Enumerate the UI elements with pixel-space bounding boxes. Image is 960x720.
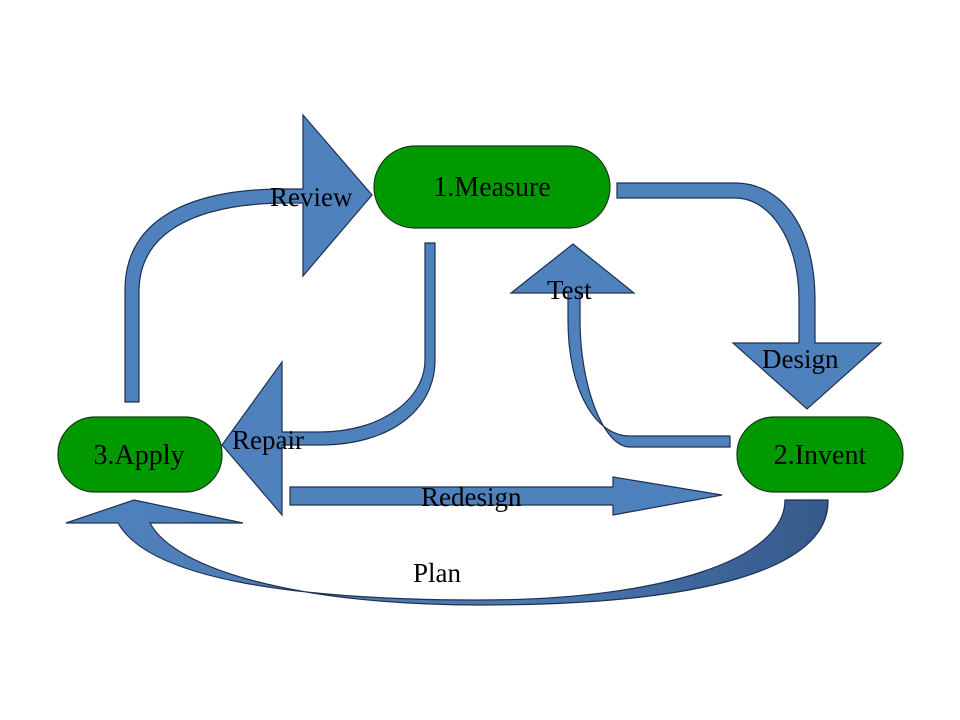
node-measure[interactable]: 1.Measure [373,145,611,229]
repair-arrow [221,242,436,517]
design-arrow [616,182,883,410]
node-apply[interactable]: 3.Apply [57,416,223,493]
plan-label: Plan [413,558,462,588]
test-arrow [509,243,731,448]
node-measure-label: 1.Measure [433,172,550,203]
test-label: Test [547,275,592,305]
node-invent-label: 2.Invent [774,440,867,471]
repair-label: Repair [232,425,304,455]
redesign-label: Redesign [421,482,522,512]
review-label: Review [270,182,353,212]
review-arrow [124,113,373,403]
redesign-arrow [289,476,723,516]
design-label: Design [762,344,839,374]
node-apply-label: 3.Apply [94,440,185,471]
plan-arrow [65,499,829,606]
node-invent[interactable]: 2.Invent [736,416,904,493]
